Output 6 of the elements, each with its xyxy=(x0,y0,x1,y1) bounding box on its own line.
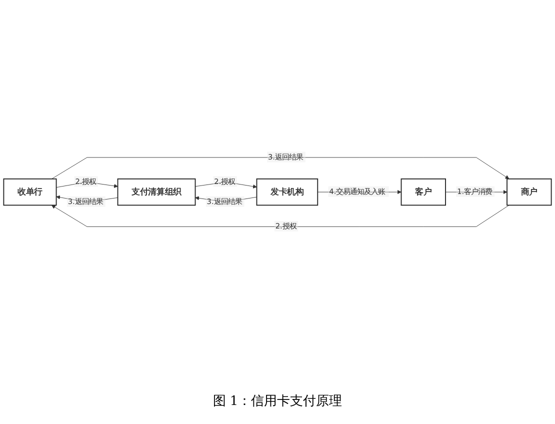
node-box: 发卡机构 xyxy=(256,178,318,206)
node-box: 商户 xyxy=(506,178,552,206)
figure-caption: 图 1：信用卡支付原理 xyxy=(212,393,342,410)
node-box: 收单行 xyxy=(3,178,57,206)
node-box: 客户 xyxy=(400,178,446,206)
node-box: 支付清算组织 xyxy=(117,178,196,206)
